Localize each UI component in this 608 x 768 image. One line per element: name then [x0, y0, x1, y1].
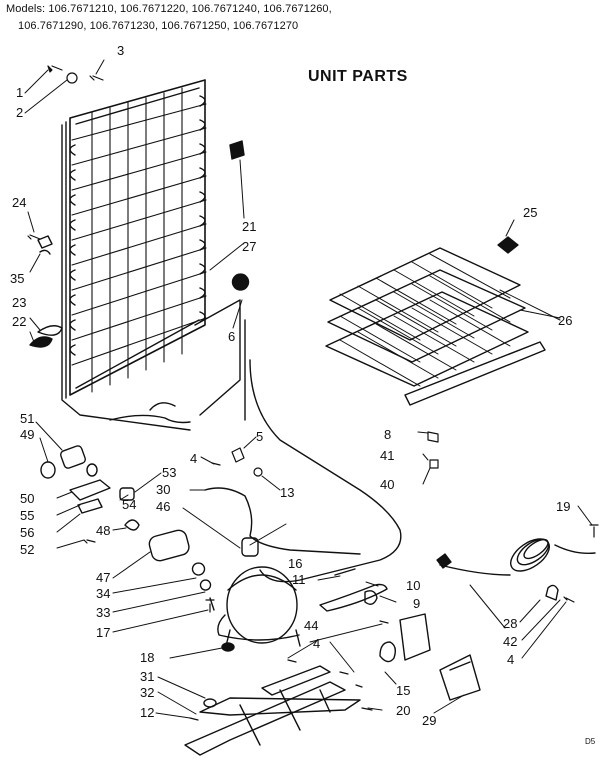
- callout-25: 25: [523, 205, 538, 220]
- power-cord: [436, 538, 596, 601]
- callout-18: 18: [140, 650, 155, 665]
- screws: [27, 65, 599, 721]
- callout-19: 19: [556, 499, 571, 514]
- capillary-heater: [319, 583, 388, 612]
- hinge-part-23: [37, 325, 63, 336]
- compressor: [191, 537, 301, 652]
- fitting-part: [334, 568, 378, 605]
- callout-10: 10: [406, 578, 421, 593]
- callout-33: 33: [96, 605, 111, 620]
- freezer-evaporator-coil: [61, 79, 245, 431]
- callout-56: 56: [20, 525, 35, 540]
- callout-51: 51: [20, 411, 35, 426]
- callout-11: 11: [292, 572, 306, 587]
- callout-21: 21: [242, 219, 257, 234]
- callout-4-upper: 4: [190, 451, 198, 466]
- retainer-part: [37, 235, 53, 255]
- callout-52: 52: [20, 542, 35, 557]
- callout-46: 46: [156, 499, 171, 514]
- callout-2: 2: [16, 105, 24, 120]
- leader-lines: [24, 59, 593, 719]
- suction-line: [204, 487, 361, 555]
- callout-30: 30: [156, 482, 171, 497]
- callout-4-right: 4: [507, 652, 515, 667]
- callout-15: 15: [396, 683, 411, 698]
- callout-23: 23: [12, 295, 27, 310]
- callout-20: 20: [396, 703, 411, 718]
- callout-3: 3: [117, 43, 125, 58]
- callout-22: 22: [12, 314, 27, 329]
- page-code: D5: [585, 737, 596, 746]
- callout-29: 29: [422, 713, 437, 728]
- callout-26: 26: [558, 313, 573, 328]
- callout-47: 47: [96, 570, 111, 585]
- callout-54: 54: [122, 497, 137, 512]
- compressor-mounting-base: [184, 665, 361, 756]
- callout-4-lower: 4: [313, 636, 321, 651]
- callout-16: 16: [288, 556, 303, 571]
- callout-12: 12: [140, 705, 155, 720]
- callout-55: 55: [20, 508, 35, 523]
- fresh-food-evaporator-coil: [325, 236, 546, 406]
- callout-6: 6: [228, 329, 236, 344]
- callout-42: 42: [503, 634, 518, 649]
- shield-cover: [439, 654, 481, 701]
- callout-24: 24: [12, 195, 27, 210]
- callout-32: 32: [140, 685, 155, 700]
- callout-44: 44: [304, 618, 319, 633]
- callout-17: 17: [96, 625, 111, 640]
- callout-35: 35: [10, 271, 25, 286]
- callout-9: 9: [413, 596, 421, 611]
- callout-31: 31: [140, 669, 155, 684]
- callout-34: 34: [96, 586, 111, 601]
- clip-part: [379, 641, 397, 663]
- callout-41: 41: [380, 448, 395, 463]
- refrigerant-line: [244, 319, 402, 583]
- callout-53: 53: [162, 465, 177, 480]
- models-line-1: Models: 106.7671210, 106.7671220, 106.76…: [6, 3, 332, 15]
- callout-28: 28: [503, 616, 518, 631]
- mounting-bracket: [399, 613, 431, 661]
- callout-49: 49: [20, 427, 35, 442]
- callout-48: 48: [96, 523, 111, 538]
- drain-part-icon: [231, 273, 250, 291]
- callout-50: 50: [20, 491, 35, 506]
- callout-5: 5: [256, 429, 264, 444]
- callout-27: 27: [242, 239, 257, 254]
- models-line-2: 106.7671290, 106.7671230, 106.7671250, 1…: [18, 20, 299, 32]
- callout-1: 1: [16, 85, 24, 100]
- diagram-title: UNIT PARTS: [308, 68, 408, 85]
- hinge-part-22: [29, 336, 53, 348]
- callout-40: 40: [380, 477, 395, 492]
- callout-8: 8: [384, 427, 392, 442]
- callout-13: 13: [280, 485, 295, 500]
